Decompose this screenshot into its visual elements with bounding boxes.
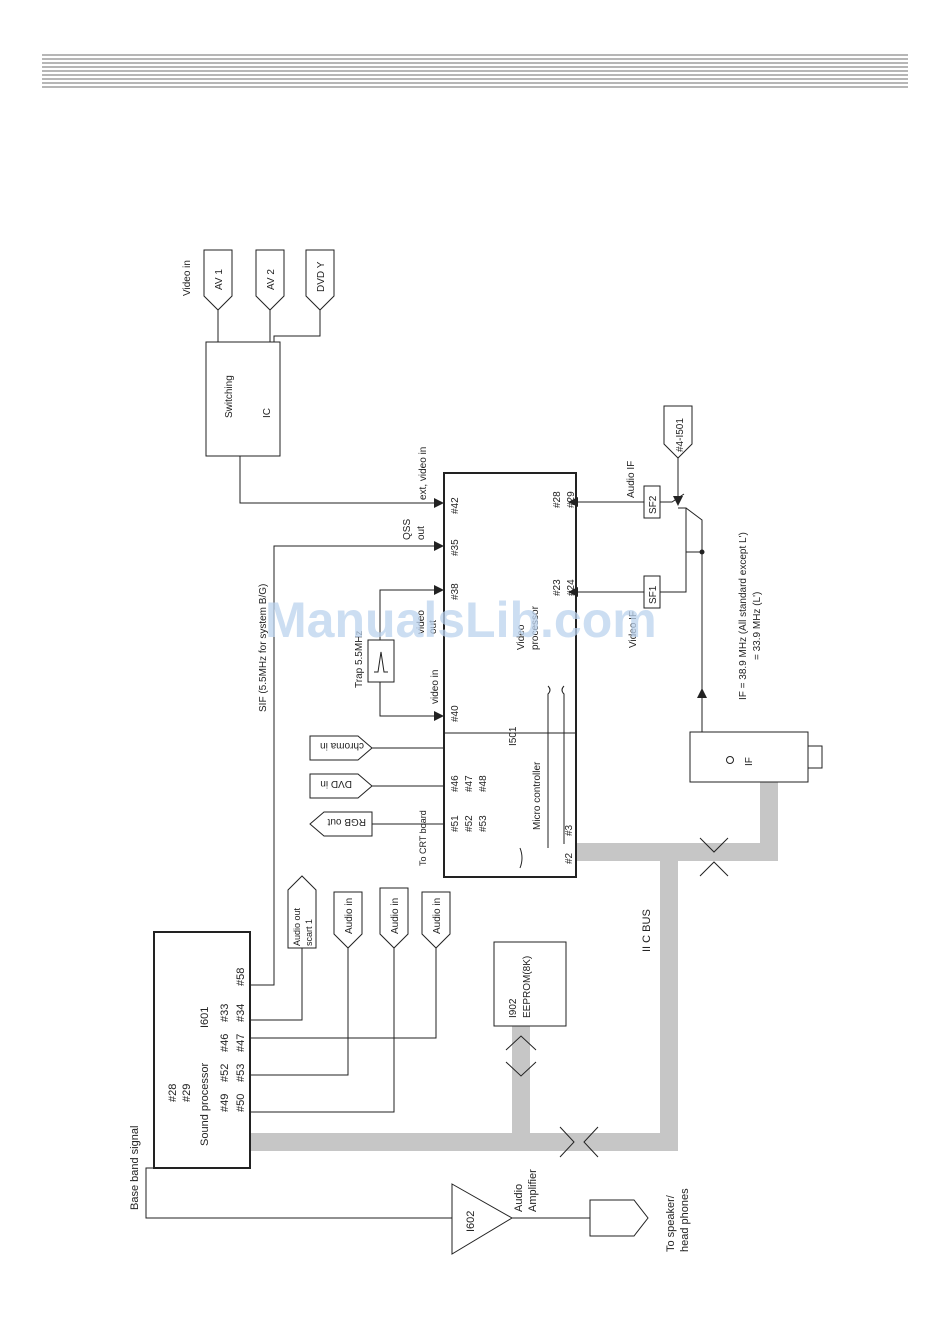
switching-label: Switching	[224, 375, 235, 418]
sp-33-label: #33	[219, 1004, 231, 1022]
sp-29-label: #29	[181, 1084, 193, 1102]
if-box	[689, 731, 809, 783]
header-rules	[42, 54, 908, 88]
switch-input-wires	[217, 310, 440, 504]
connector-rgb-out	[309, 811, 373, 837]
p3-label: #3	[564, 824, 575, 836]
video-in-pin-label: video in	[430, 670, 441, 704]
ic-label: IC	[262, 408, 273, 418]
av2-label: AV 2	[266, 269, 277, 290]
sp-50-label: #50	[235, 1094, 247, 1112]
p23-label: #23	[552, 579, 563, 596]
sp-47-label: #47	[235, 1034, 247, 1052]
ext-video-in-label: ext, video in	[418, 447, 429, 500]
i501-label: I501	[508, 726, 519, 746]
speaker-label1: To speaker/	[665, 1194, 677, 1252]
dvd-y-label: DVD Y	[316, 261, 327, 292]
p24-label: #24	[566, 579, 577, 596]
av1-label: AV 1	[214, 269, 225, 290]
p51-label: #51	[450, 815, 461, 832]
connector-audio-in-1	[333, 891, 363, 949]
p47-label: #47	[464, 775, 475, 792]
sf2-label: SF2	[648, 495, 659, 514]
audio-in-2-label: Audio in	[390, 898, 401, 934]
p28-label: #28	[552, 491, 563, 508]
p40-label: #40	[450, 705, 461, 722]
to-crt-label: To CRT board	[418, 810, 428, 866]
video-out-label1: video	[416, 610, 427, 634]
audio-if-label: Audio IF	[626, 461, 637, 498]
connector-ref-i501	[663, 405, 693, 459]
i902-label: I902	[508, 998, 519, 1018]
eeprom-label: EEPROM(8K)	[522, 956, 533, 1018]
if-note-1: IF = 38.9 MHz (All standard except L')	[738, 532, 749, 700]
connector-speaker	[589, 1199, 649, 1237]
connector-dvd-in	[309, 773, 373, 799]
audio-out-label1: Audio out	[292, 907, 302, 946]
connector-audio-in-2	[379, 887, 409, 949]
i601-label: I601	[199, 1007, 211, 1028]
video-in-label: Video in	[182, 260, 193, 296]
micro-controller-label: Micro controller	[532, 761, 543, 830]
sif-label: SIF (5.5MHz for system B/G)	[258, 584, 269, 712]
amp-label2: Amplifier	[527, 1169, 539, 1212]
audio-out-label2: scart 1	[304, 919, 314, 946]
iic-bus-label: II C BUS	[641, 909, 653, 952]
i501-box	[443, 472, 577, 878]
amp-label1: Audio	[513, 1184, 525, 1212]
connector-dvd-y	[305, 249, 335, 311]
audio-amplifier-triangle	[451, 1183, 513, 1255]
video-proc-label1: Video	[516, 624, 527, 650]
sp-46-label: #46	[219, 1034, 231, 1052]
video-out-label2: out	[428, 620, 439, 634]
sp-52-label: #52	[219, 1064, 231, 1082]
qss-label: QSS	[402, 519, 413, 540]
connector-av2	[255, 249, 285, 311]
switching-ic-box	[205, 341, 281, 457]
sp-53-label: #53	[235, 1064, 247, 1082]
if-box-label: IF	[744, 757, 755, 766]
p29-label: #29	[566, 491, 577, 508]
connector-av1	[203, 249, 233, 311]
sp-28-label: #28	[167, 1084, 179, 1102]
i602-label: I602	[465, 1211, 477, 1232]
baseband-label: Base band signal	[129, 1126, 141, 1210]
p46-label: #46	[450, 775, 461, 792]
sp-title-label: Sound processor	[199, 1063, 211, 1146]
if-note-2: = 33.9 MHz (L')	[752, 592, 763, 660]
sp-49-label: #49	[219, 1094, 231, 1112]
video-proc-label2: processor	[530, 605, 541, 650]
p38-label: #38	[450, 583, 461, 600]
watermark: ManualsLib.com	[265, 592, 657, 648]
connector-chroma-in	[309, 735, 373, 761]
connector-audio-in-3	[421, 891, 451, 949]
p42-label: #42	[450, 497, 461, 514]
bus-break-marks	[505, 837, 729, 1158]
connector-audio-out-scart1	[287, 875, 317, 949]
sf1-label: SF1	[648, 585, 659, 604]
sound-processor-box	[153, 931, 251, 1169]
sp-34-label: #34	[235, 1004, 247, 1022]
ref-i501-label: #4-I501	[675, 418, 686, 452]
eeprom-box	[493, 941, 567, 1027]
chroma-in-label: chroma in	[320, 740, 364, 751]
audio-in-1-label: Audio in	[344, 898, 355, 934]
sp-58-label: #58	[235, 968, 247, 986]
speaker-label2: head phones	[679, 1188, 691, 1252]
qss-out-label: out	[416, 526, 427, 540]
video-if-label: Video IF	[628, 611, 639, 648]
rgb-out-label: RGB out	[327, 816, 366, 827]
p35-label: #35	[450, 539, 461, 556]
dvd-in-label: DVD in	[320, 778, 352, 789]
audio-in-3-label: Audio in	[432, 898, 443, 934]
p2-label: #2	[564, 852, 575, 864]
p52-label: #52	[464, 815, 475, 832]
p53-label: #53	[478, 815, 489, 832]
p48-label: #48	[478, 775, 489, 792]
trap-label: Trap 5.5MHz	[354, 631, 365, 688]
